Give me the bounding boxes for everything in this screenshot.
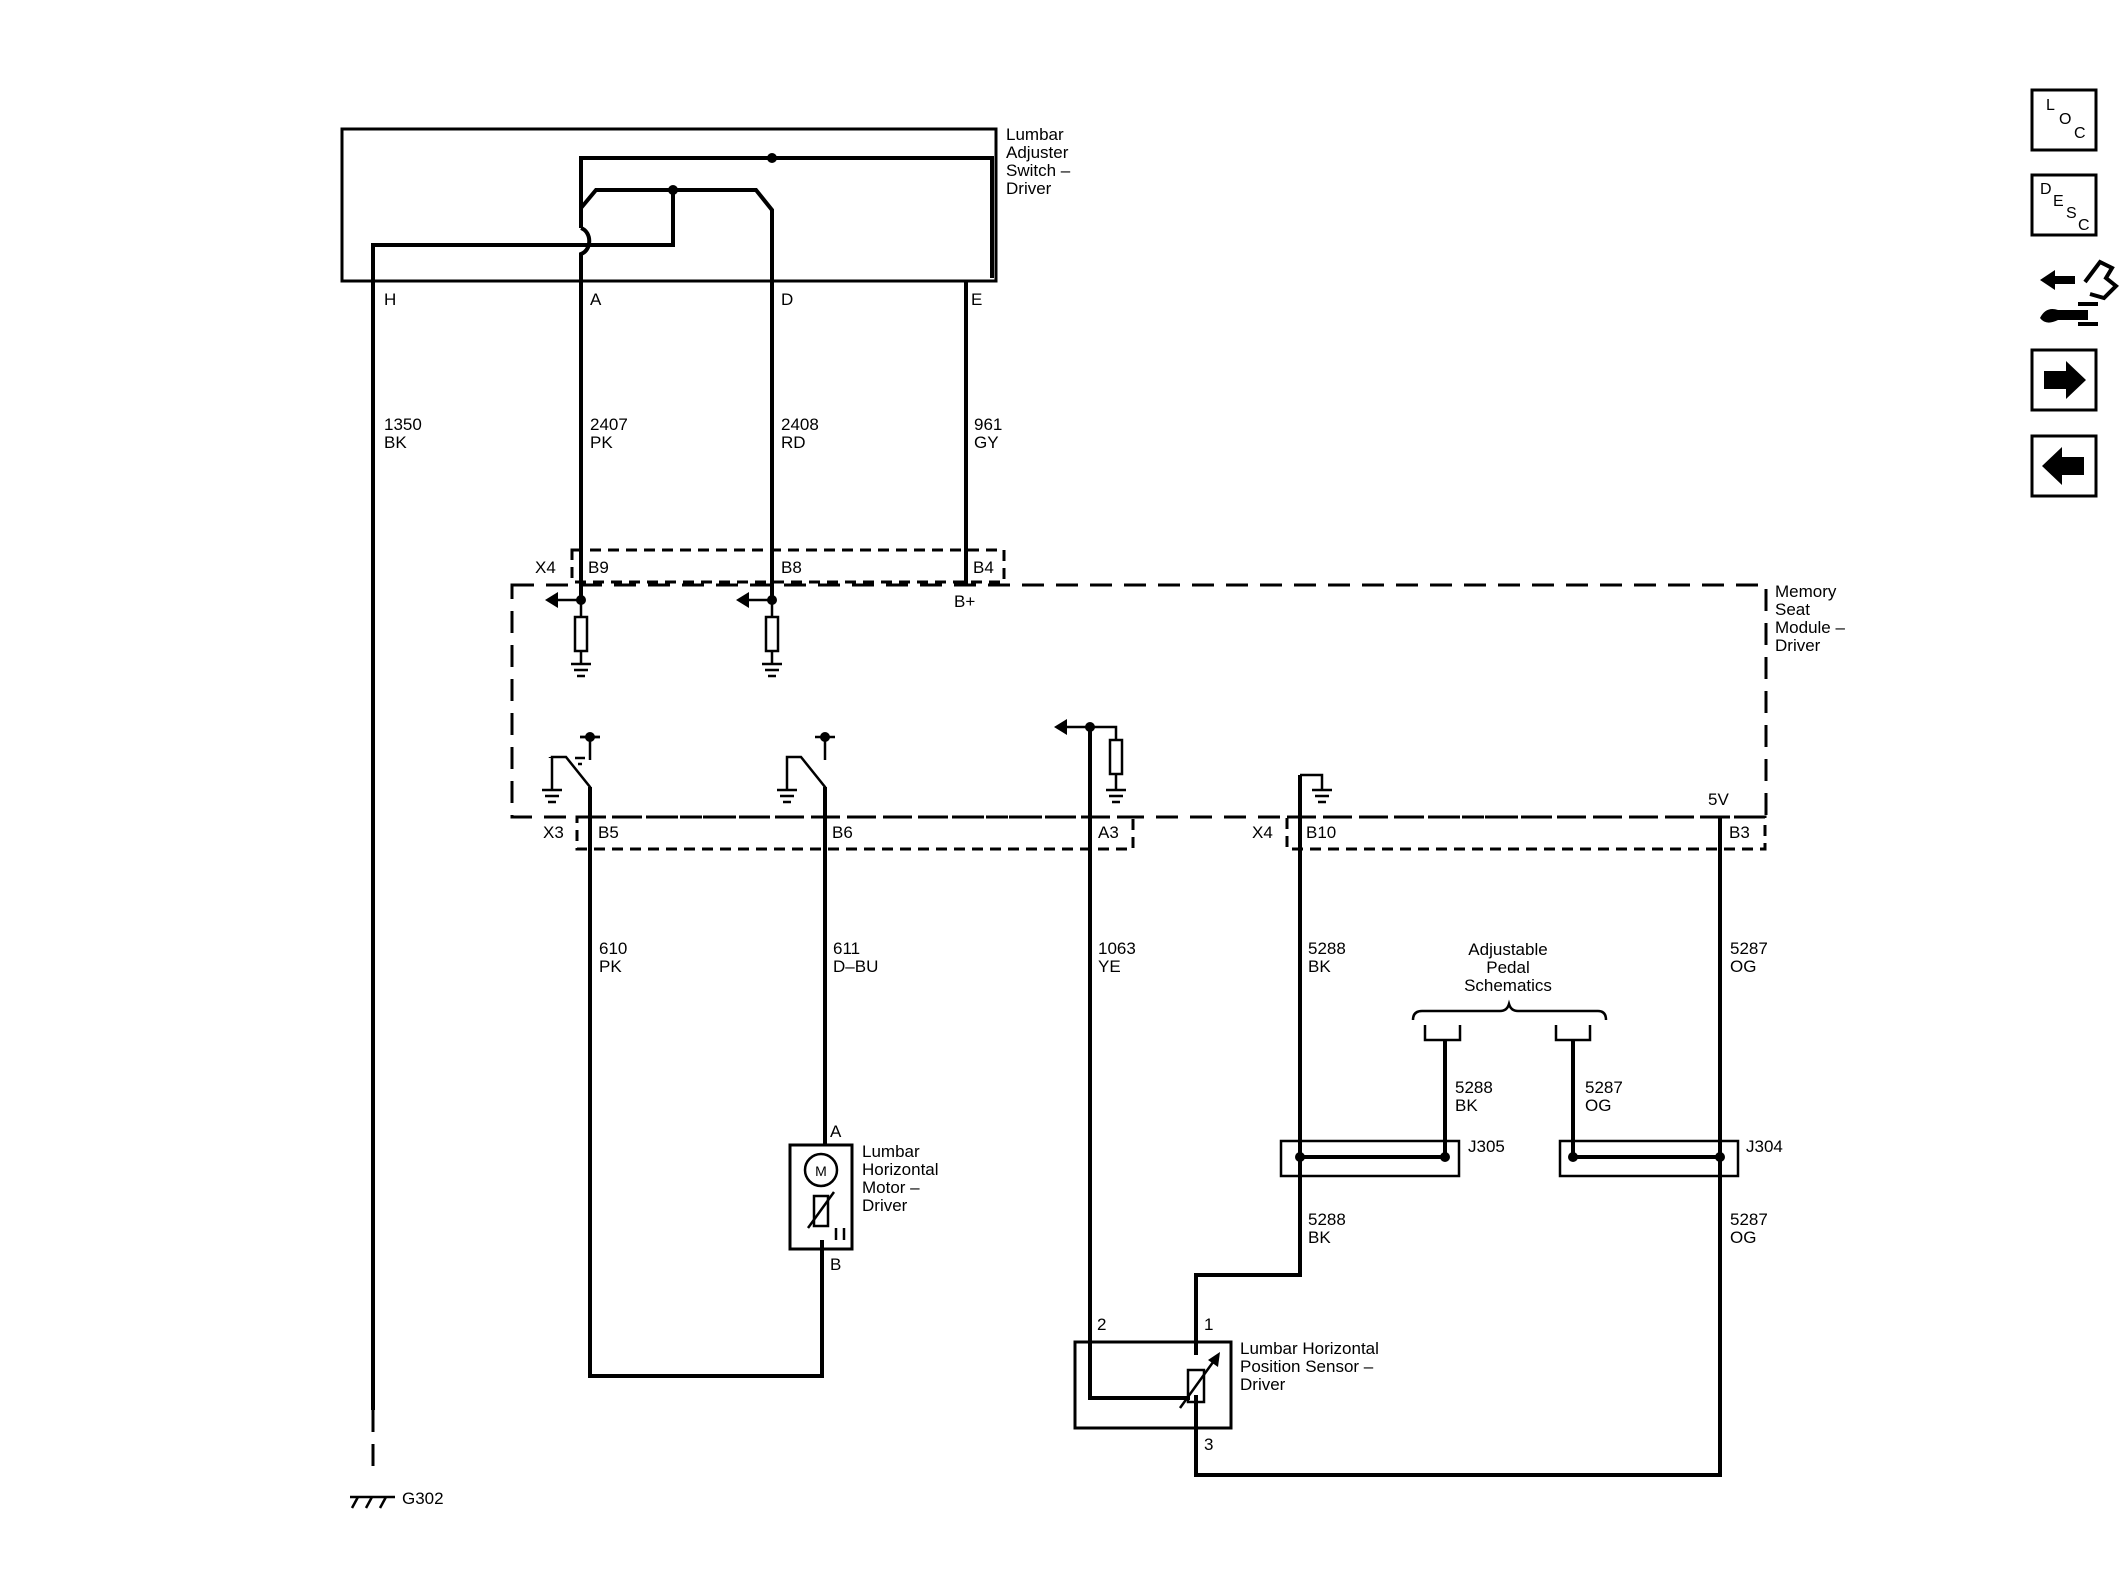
splice-j304: J304 bbox=[1558, 1137, 1783, 1178]
conn-x3: X3 bbox=[543, 823, 564, 842]
motor-pin-b: B bbox=[830, 1255, 841, 1274]
conn-b9: B9 bbox=[588, 558, 609, 577]
loc-icon: L O C bbox=[2046, 97, 2086, 142]
wire-1063 bbox=[1088, 727, 1190, 1400]
conn-bplus: B+ bbox=[954, 592, 975, 611]
wire-5288 bbox=[1194, 775, 1302, 1355]
connector-icon bbox=[2040, 259, 2119, 326]
conn-b3: B3 bbox=[1729, 823, 1750, 842]
conn-x4-bottom: X4 bbox=[1252, 823, 1273, 842]
switch-pin-h: H bbox=[384, 290, 396, 309]
loc-letter-l: L bbox=[2046, 97, 2055, 114]
conn-b6: B6 bbox=[832, 823, 853, 842]
sensor-pin-2: 2 bbox=[1097, 1315, 1106, 1334]
sensor-pin-1: 1 bbox=[1204, 1315, 1213, 1334]
splice-j305: J305 bbox=[1279, 1137, 1505, 1178]
splice-j304-label: J304 bbox=[1746, 1137, 1783, 1156]
connector-x3: X3 B5 B6 A3 bbox=[543, 815, 1135, 851]
arrow-right-icon bbox=[2044, 361, 2086, 399]
connector-x4-bottom: X4 B10 B3 bbox=[1252, 815, 1767, 851]
conn-five-v: 5V bbox=[1708, 790, 1729, 809]
arrow-left-icon bbox=[2042, 447, 2084, 485]
conn-a3: A3 bbox=[1098, 823, 1119, 842]
desc-letter-c: C bbox=[2078, 217, 2090, 234]
conn-b4: B4 bbox=[973, 558, 994, 577]
conn-b8: B8 bbox=[781, 558, 802, 577]
motor-pin-a: A bbox=[830, 1122, 842, 1141]
splice-j305-label: J305 bbox=[1468, 1137, 1505, 1156]
loc-letter-c: C bbox=[2074, 125, 2086, 142]
switch-pin-d: D bbox=[781, 290, 793, 309]
wire-5287 bbox=[1194, 817, 1722, 1477]
nav-desc-button[interactable]: D E S C bbox=[2030, 173, 2098, 237]
motor-symbol: M bbox=[815, 1163, 827, 1179]
nav-forward-button[interactable] bbox=[2030, 348, 2098, 412]
conn-x4-top: X4 bbox=[535, 558, 556, 577]
conn-b10: B10 bbox=[1306, 823, 1336, 842]
sensor-pin-3: 3 bbox=[1204, 1435, 1213, 1454]
conn-b5: B5 bbox=[598, 823, 619, 842]
connector-x4-top: X4 B9 B8 B4 B+ bbox=[535, 548, 1006, 611]
switch-pin-a: A bbox=[590, 290, 602, 309]
wire-610 bbox=[588, 787, 824, 1378]
desc-letter-s: S bbox=[2066, 205, 2077, 222]
desc-letter-e: E bbox=[2053, 193, 2064, 210]
desc-letter-d: D bbox=[2040, 181, 2052, 198]
ground-g302: G302 bbox=[350, 1489, 444, 1509]
loc-letter-o: O bbox=[2059, 111, 2071, 128]
nav-loc-button[interactable]: L O C bbox=[2030, 88, 2098, 152]
nav-back-button[interactable] bbox=[2030, 434, 2098, 498]
nav-connector-button[interactable] bbox=[2040, 259, 2119, 326]
desc-icon: D E S C bbox=[2040, 181, 2090, 234]
ground-label: G302 bbox=[402, 1489, 444, 1508]
switch-pin-e: E bbox=[971, 290, 982, 309]
